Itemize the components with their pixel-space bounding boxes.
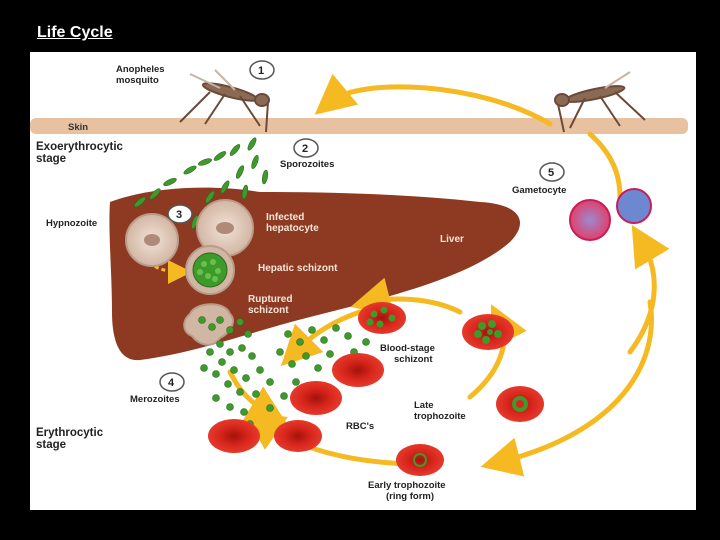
step-3: 3 — [167, 204, 193, 224]
skin-band — [30, 118, 688, 134]
step-4: 4 — [159, 372, 185, 392]
arrow-gametocyte-to-mosquito — [314, 73, 553, 127]
arrow-bottom-left — [243, 410, 413, 467]
arrow-cycle-right — [480, 299, 654, 477]
merozoites-label: Merozoites — [130, 394, 180, 405]
hypnozoite-label: Hypnozoite — [46, 218, 97, 229]
gametocyte-cell — [569, 199, 611, 241]
rbc-cell — [208, 419, 260, 453]
blood-stage-schizont-label-line1: Blood-stage — [380, 343, 435, 354]
late-trophozoite-label-line1: Late — [414, 400, 434, 411]
merozoite-release-rbc — [358, 302, 406, 334]
mosquito-icon — [179, 69, 270, 133]
arrow-mosquito-to-gametocyte — [587, 131, 623, 200]
erythrocytic-label-line2: stage — [36, 439, 66, 451]
exoerythrocytic-label-line1: Exoerythrocytic — [36, 141, 124, 153]
infected-hepatocyte-label-line2: hepatocyte — [266, 223, 319, 234]
ruptured-schizont-label-line2: schizont — [248, 305, 289, 316]
ruptured-schizont-label-line1: Ruptured — [248, 294, 292, 305]
rbc-cell — [274, 420, 322, 452]
step-2: 2 — [293, 138, 319, 158]
gametocyte-cell — [616, 188, 652, 224]
svg-text:1: 1 — [258, 65, 264, 77]
life-cycle-diagram: Skin Liver — [30, 52, 696, 510]
anopheles-label-line2: mosquito — [116, 75, 159, 86]
early-trophozoite-rbc — [396, 444, 444, 476]
svg-text:2: 2 — [302, 143, 308, 155]
svg-text:3: 3 — [176, 209, 182, 221]
sporozoites-label: Sporozoites — [280, 159, 334, 170]
erythrocytic-label-line1: Erythrocytic — [36, 427, 104, 439]
svg-text:4: 4 — [168, 377, 175, 389]
arrow-to-gametocyte — [627, 224, 670, 355]
infected-hepatocyte-label-line1: Infected — [266, 212, 304, 223]
step-5: 5 — [539, 162, 565, 182]
svg-text:5: 5 — [548, 167, 554, 179]
rbc-cell — [332, 353, 384, 387]
liver-label: Liver — [440, 234, 464, 245]
rbcs-label: RBC's — [346, 421, 374, 432]
blood-stage-schizont-label-line2: schizont — [394, 354, 433, 365]
gametocyte-label: Gametocyte — [512, 185, 566, 196]
rbc-cell — [290, 381, 342, 415]
ruptured-schizont-cell — [183, 303, 234, 346]
hepatic-schizont-label: Hepatic schizont — [258, 263, 338, 274]
arrow-inner-top — [350, 277, 463, 317]
step-1: 1 — [249, 60, 275, 80]
skin-label: Skin — [68, 122, 88, 133]
late-trophozoite-label-line2: trophozoite — [414, 411, 466, 422]
merozoites-cluster — [198, 316, 370, 428]
exoerythrocytic-label-line2: stage — [36, 153, 66, 165]
early-trophozoite-label-line2: (ring form) — [386, 491, 434, 502]
mosquito-icon-right — [554, 71, 646, 133]
arrow-merozoites-in — [227, 369, 288, 425]
slide-title: Life Cycle — [37, 24, 113, 41]
early-trophozoite-label-line1: Early trophozoite — [368, 480, 446, 491]
anopheles-label-line1: Anopheles — [116, 64, 165, 75]
